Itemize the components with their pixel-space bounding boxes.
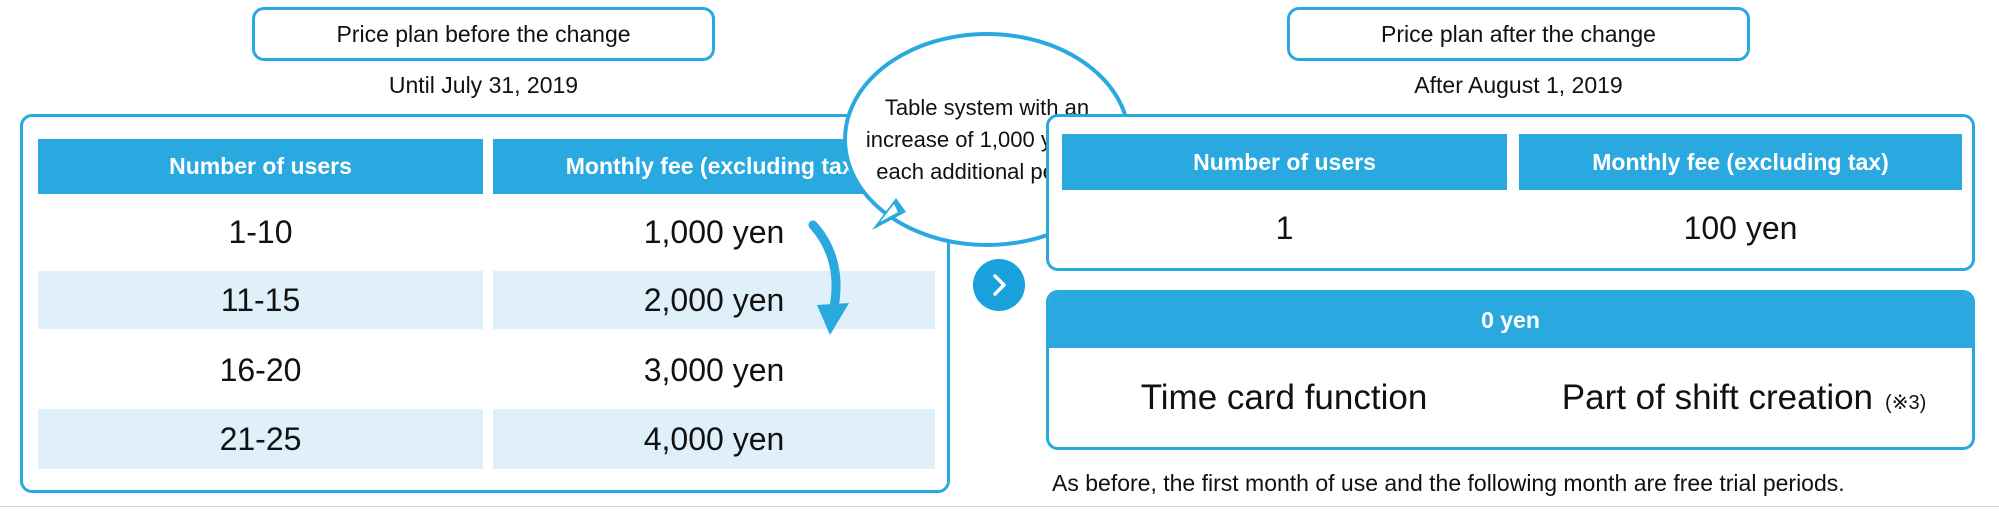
- after-header-users: Number of users: [1062, 134, 1507, 190]
- before-row-4-users: 21-25: [38, 409, 483, 469]
- before-plan-date: Until July 31, 2019: [388, 72, 579, 98]
- before-header-users: Number of users: [38, 139, 483, 194]
- bubble-tail: [872, 198, 906, 230]
- free-features-panel: 0 yen Time card function Part of shift c…: [1046, 290, 1975, 450]
- free-feature-time-card: Time card function: [1140, 378, 1428, 417]
- before-row-1-fee: 1,000 yen: [643, 213, 785, 250]
- curved-down-arrow-icon: [808, 220, 849, 335]
- before-plan-table: Number of users Monthly fee (excluding t…: [20, 114, 950, 493]
- before-row-2-users: 11-15: [38, 271, 483, 329]
- next-arrow-button[interactable]: [973, 259, 1025, 311]
- before-row-3-users: 16-20: [219, 351, 302, 388]
- after-row-users: 1: [1275, 209, 1294, 246]
- after-plan-label: Price plan after the change: [1287, 7, 1750, 61]
- before-row-4-fee: 4,000 yen: [493, 409, 935, 469]
- before-row-2-fee: 2,000 yen: [493, 271, 935, 329]
- free-header: 0 yen: [1049, 293, 1972, 348]
- before-plan-label: Price plan before the change: [252, 7, 715, 61]
- bottom-divider: [0, 506, 1999, 507]
- before-plan-label-text: Price plan before the change: [336, 20, 631, 47]
- free-feature-shift-creation: Part of shift creation (※3): [1519, 363, 1969, 433]
- after-plan-label-text: Price plan after the change: [1381, 20, 1656, 47]
- before-row-1-users: 1-10: [228, 213, 293, 250]
- footnote-mark: (※3): [1885, 391, 1927, 414]
- after-header-fee: Monthly fee (excluding tax): [1519, 134, 1962, 190]
- free-feature-shift-creation-label: Part of shift creation: [1561, 378, 1874, 417]
- after-plan-date: After August 1, 2019: [1414, 72, 1623, 98]
- after-plan-table: Number of users Monthly fee (excluding t…: [1046, 114, 1975, 271]
- chevron-right-icon: [993, 274, 1006, 296]
- before-row-3-fee: 3,000 yen: [643, 351, 785, 388]
- trial-note: As before, the first month of use and th…: [1052, 470, 1845, 496]
- after-row-fee: 100 yen: [1683, 209, 1798, 246]
